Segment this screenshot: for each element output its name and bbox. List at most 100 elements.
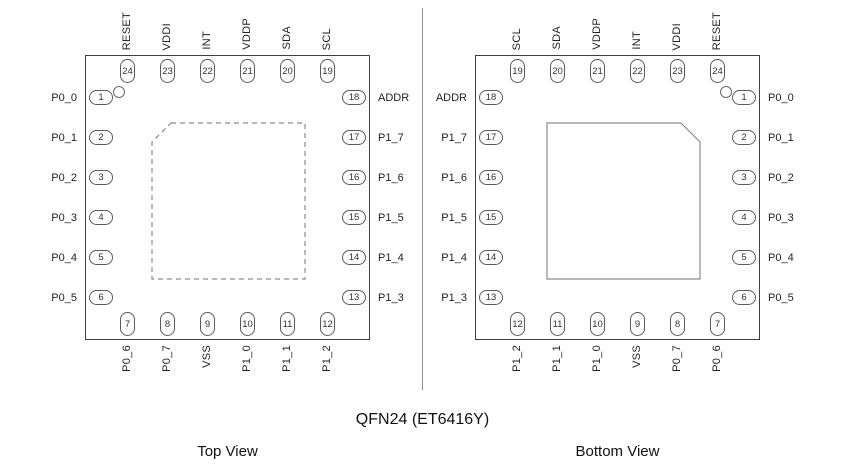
pin-label: P0_0 — [51, 91, 77, 104]
pins-top-row: 19 20 21 22 23 24 — [476, 59, 759, 83]
pin-label: P0_5 — [51, 291, 77, 304]
pin: 24 — [120, 59, 135, 83]
pin-label: P0_3 — [768, 211, 794, 224]
pin1-indicator-dot — [113, 86, 125, 98]
pins-bottom-row: 7 8 9 10 11 12 — [86, 312, 369, 336]
pin-label: P1_5 — [378, 211, 404, 224]
pin: 16 — [342, 170, 366, 185]
labels-right-column: ADDR P1_7 P1_6 P1_5 P1_4 P1_3 — [378, 56, 409, 339]
pin-label: SCL — [321, 27, 333, 50]
pin-label: P1_1 — [551, 345, 563, 372]
labels-top-row: RESET VDDI INT VDDP SDA SCL — [86, 12, 369, 50]
pin: 9 — [200, 312, 215, 336]
pin: 22 — [630, 59, 645, 83]
pin-label: RESET — [121, 11, 133, 50]
pin-label: P1_3 — [378, 291, 404, 304]
pin-label: ADDR — [378, 91, 410, 104]
pin: 3 — [89, 170, 113, 185]
pins-right-column: 18 17 16 15 14 13 — [342, 56, 366, 339]
pin-label: VDDP — [591, 18, 603, 50]
pin: 2 — [732, 130, 756, 145]
pin: 8 — [160, 312, 175, 336]
bottom-view-caption: Bottom View — [575, 443, 660, 460]
pin: 13 — [479, 290, 503, 305]
pin-label: P0_5 — [768, 291, 794, 304]
pin: 2 — [89, 130, 113, 145]
pin-label: P0_6 — [121, 345, 133, 372]
pin-label: P0_6 — [711, 345, 723, 372]
labels-left-column: ADDR P1_7 P1_6 P1_5 P1_4 P1_3 — [436, 56, 467, 339]
pin: 19 — [320, 59, 335, 83]
pin: 23 — [160, 59, 175, 83]
pin: 5 — [89, 250, 113, 265]
pin: 5 — [732, 250, 756, 265]
exposed-pad-outline-dashed — [151, 122, 306, 280]
pin-label: P1_4 — [378, 251, 404, 264]
pin: 19 — [510, 59, 525, 83]
pin-label: SCL — [511, 27, 523, 50]
pin-label: P1_1 — [281, 345, 293, 372]
pin-label: VDDI — [161, 22, 173, 50]
pin: 23 — [670, 59, 685, 83]
pin-label: P1_7 — [378, 131, 404, 144]
pin-label: VSS — [631, 345, 643, 368]
labels-bottom-row: P1_2 P1_1 P1_0 VSS P0_7 P0_6 — [476, 345, 759, 372]
pin-label: P1_2 — [321, 345, 333, 372]
pin: 24 — [710, 59, 725, 83]
pin-label: INT — [201, 31, 213, 50]
pin: 15 — [342, 210, 366, 225]
pin-label: P1_7 — [441, 131, 467, 144]
pins-left-column: 18 17 16 15 14 13 — [479, 56, 503, 339]
pin: 16 — [479, 170, 503, 185]
pin-label: P1_5 — [441, 211, 467, 224]
pin: 11 — [550, 312, 565, 336]
pin: 7 — [710, 312, 725, 336]
pin: 6 — [732, 290, 756, 305]
pin-label: VSS — [201, 345, 213, 368]
pin: 9 — [630, 312, 645, 336]
labels-top-row: SCL SDA VDDP INT VDDI RESET — [476, 12, 759, 50]
pin-label: P1_6 — [441, 171, 467, 184]
pin-label: P1_0 — [591, 345, 603, 372]
pin: 3 — [732, 170, 756, 185]
pin: 17 — [479, 130, 503, 145]
chip-top-view: 24 23 22 21 20 19 1 2 3 4 5 6 18 17 16 1… — [51, 12, 409, 372]
pin-label: INT — [631, 31, 643, 50]
pin: 4 — [732, 210, 756, 225]
pin-label: P0_7 — [161, 345, 173, 372]
labels-right-column: P0_0 P0_1 P0_2 P0_3 P0_4 P0_5 — [768, 56, 794, 339]
pin-label: P0_7 — [671, 345, 683, 372]
pin: 12 — [320, 312, 335, 336]
pin-label: P0_2 — [768, 171, 794, 184]
labels-bottom-row: P0_6 P0_7 VSS P1_0 P1_1 P1_2 — [86, 345, 369, 372]
pin: 21 — [240, 59, 255, 83]
divider-line — [422, 8, 423, 390]
pin: 10 — [240, 312, 255, 336]
pin: 14 — [342, 250, 366, 265]
pin-label: ADDR — [435, 91, 467, 104]
pin-label: P1_3 — [441, 291, 467, 304]
pin: 14 — [479, 250, 503, 265]
package-title: QFN24 (ET6416Y) — [355, 411, 490, 428]
pin: 20 — [280, 59, 295, 83]
pin-label: RESET — [711, 11, 723, 50]
pin: 22 — [200, 59, 215, 83]
pin-label: P0_1 — [768, 131, 794, 144]
pin-label: VDDI — [671, 22, 683, 50]
pin: 20 — [550, 59, 565, 83]
pin-label: P0_1 — [51, 131, 77, 144]
pin-label: SDA — [551, 26, 563, 50]
pin: 18 — [479, 90, 503, 105]
pin: 11 — [280, 312, 295, 336]
pin: 18 — [342, 90, 366, 105]
pin: 1 — [732, 90, 756, 105]
labels-left-column: P0_0 P0_1 P0_2 P0_3 P0_4 P0_5 — [51, 56, 77, 339]
pin-label: P0_0 — [768, 91, 794, 104]
pin: 10 — [590, 312, 605, 336]
pins-bottom-row: 12 11 10 9 8 7 — [476, 312, 759, 336]
pin: 12 — [510, 312, 525, 336]
pin-label: P0_3 — [51, 211, 77, 224]
pin-label: P0_4 — [51, 251, 77, 264]
pin: 7 — [120, 312, 135, 336]
pin: 1 — [89, 90, 113, 105]
